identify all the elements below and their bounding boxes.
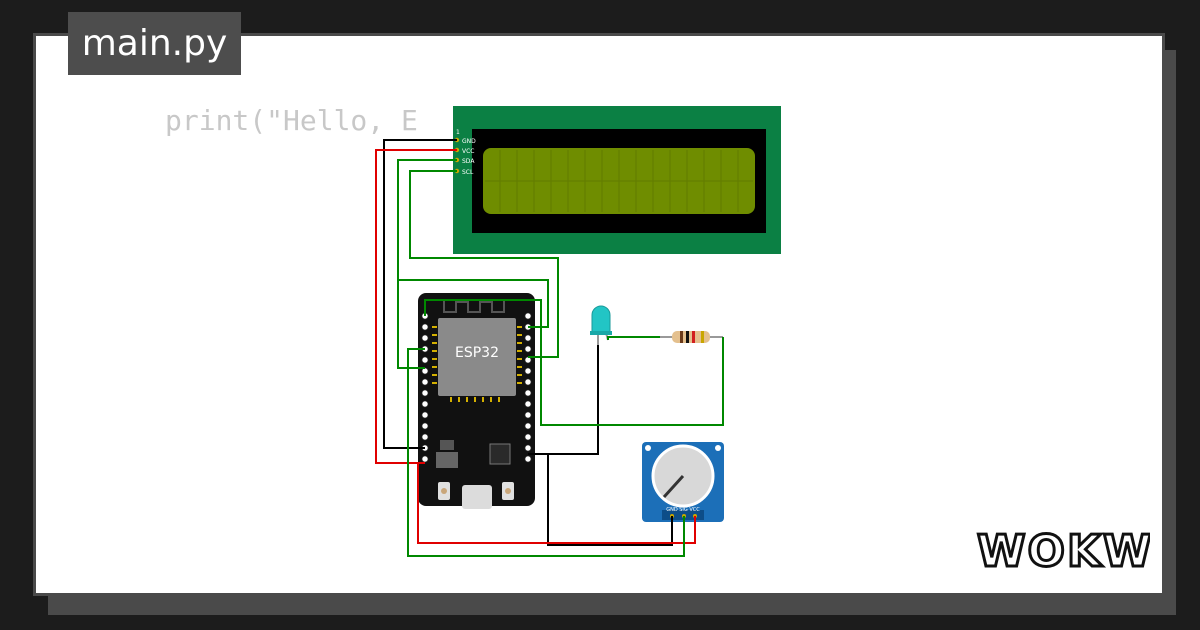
wire-lcd-scl bbox=[409, 170, 559, 358]
wire-pot-gnd bbox=[528, 453, 673, 546]
lcd-pin-vcc-label: VCC bbox=[462, 148, 474, 155]
esp32-regulator bbox=[440, 440, 454, 450]
lcd-pin-1-label: 1 bbox=[456, 129, 460, 136]
potentiometer-pin-labels: GND SIG VCC bbox=[666, 507, 700, 513]
wire-pot-signal bbox=[407, 348, 685, 557]
code-line: print("Hello, E bbox=[165, 104, 418, 137]
wokwi-logo: WOKWi bbox=[976, 525, 1151, 579]
lcd-module[interactable]: 1 GND VCC SDA SCL bbox=[453, 106, 781, 254]
usb-port bbox=[462, 485, 492, 509]
esp32-usb-chip bbox=[489, 443, 511, 465]
wire-led-resistor bbox=[607, 336, 660, 340]
wire-left-signal bbox=[397, 280, 425, 369]
led[interactable] bbox=[590, 305, 612, 345]
wire-lcd-gnd bbox=[383, 139, 457, 449]
wokwi-logo-text: WOKWi bbox=[977, 526, 1150, 577]
wire-led-gnd bbox=[528, 345, 599, 455]
wire-lcd-sda bbox=[397, 159, 549, 328]
wires[interactable] bbox=[375, 139, 724, 557]
wire-lcd-vcc bbox=[375, 149, 457, 464]
esp32-chip-pads bbox=[432, 326, 522, 402]
wire-pot-vcc bbox=[417, 463, 696, 544]
esp32-board[interactable]: ESP32 bbox=[418, 293, 535, 509]
esp32-antenna bbox=[443, 300, 505, 313]
potentiometer[interactable]: GND SIG VCC bbox=[642, 442, 724, 522]
lcd-pin-sda-label: SDA bbox=[462, 158, 475, 165]
esp32-chip bbox=[438, 318, 516, 396]
resistor[interactable] bbox=[660, 331, 723, 343]
lcd-character-grid bbox=[485, 150, 753, 212]
lcd-pin-gnd-label: GND bbox=[462, 138, 476, 145]
esp32-label: ESP32 bbox=[455, 345, 499, 361]
file-tab-main-py[interactable]: main.py bbox=[68, 12, 241, 75]
wire-resistor-gpio bbox=[424, 299, 724, 426]
lcd-pin-scl-label: SCL bbox=[462, 169, 474, 176]
